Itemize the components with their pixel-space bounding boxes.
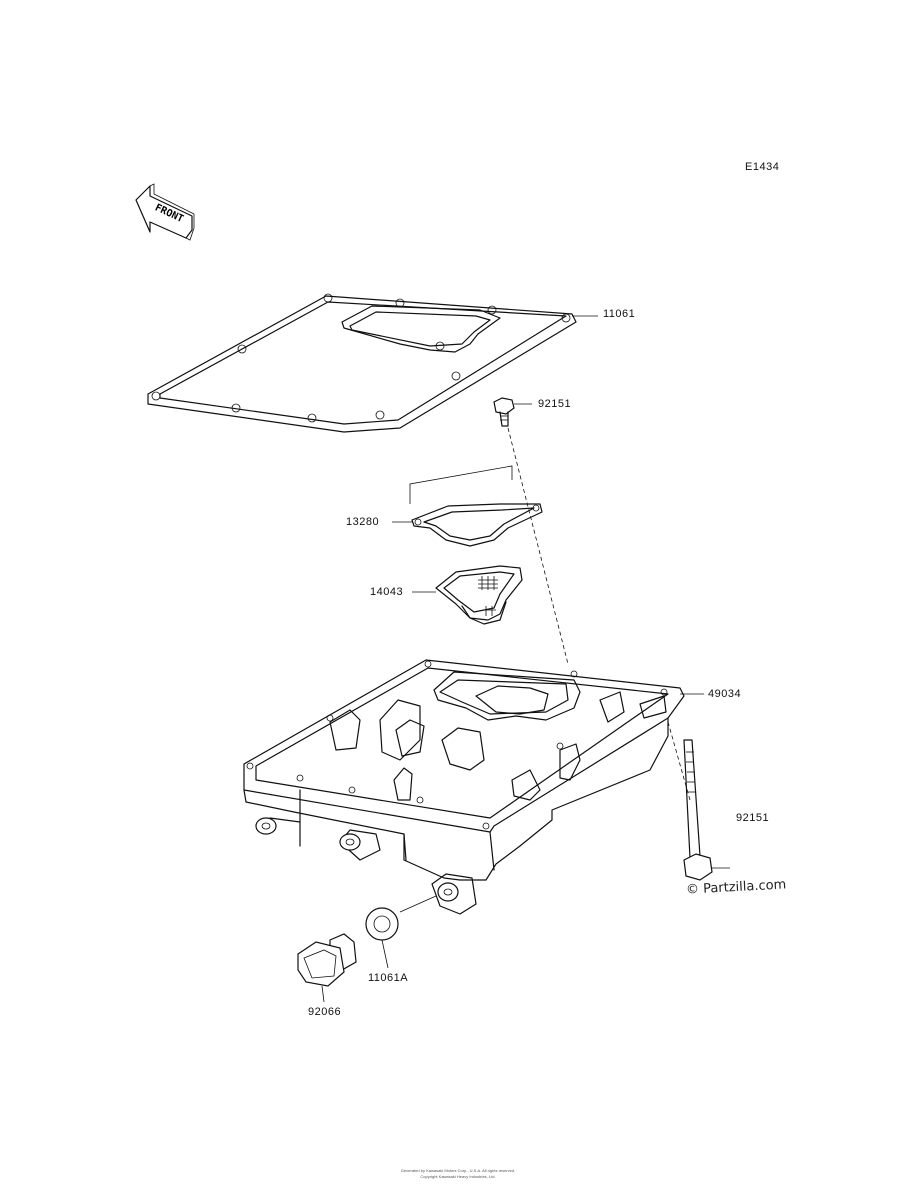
diagram-code: E1434: [745, 161, 780, 173]
drain-plug-part: [297, 933, 357, 1003]
label-13280: 13280: [346, 516, 380, 528]
label-11061: 11061: [603, 308, 636, 320]
label-49034: 49034: [708, 688, 742, 700]
washer-part: [365, 895, 437, 969]
front-arrow-icon: FRONT: [135, 183, 195, 241]
footer-line-1: Generated by Kawasaki Motors Corp., U.S.…: [400, 1168, 516, 1173]
oil-pan-gasket-part: [147, 293, 598, 433]
screen-gasket-part: [392, 503, 543, 547]
oil-pan-part: [243, 659, 704, 915]
upper-bolt-part: [493, 397, 569, 665]
oil-screen-part: [412, 565, 523, 625]
label-92066: 92066: [308, 1006, 342, 1018]
label-92151-side: 92151: [736, 812, 770, 824]
footer-line-2: Copyright Kawasaki Heavy Industries, Ltd…: [420, 1174, 496, 1179]
label-11061a: 11061A: [368, 972, 409, 984]
label-14043: 14043: [370, 586, 404, 598]
label-92151-upper: 92151: [538, 398, 572, 410]
side-bolt-part: [667, 721, 730, 881]
front-label: FRONT: [153, 202, 185, 225]
